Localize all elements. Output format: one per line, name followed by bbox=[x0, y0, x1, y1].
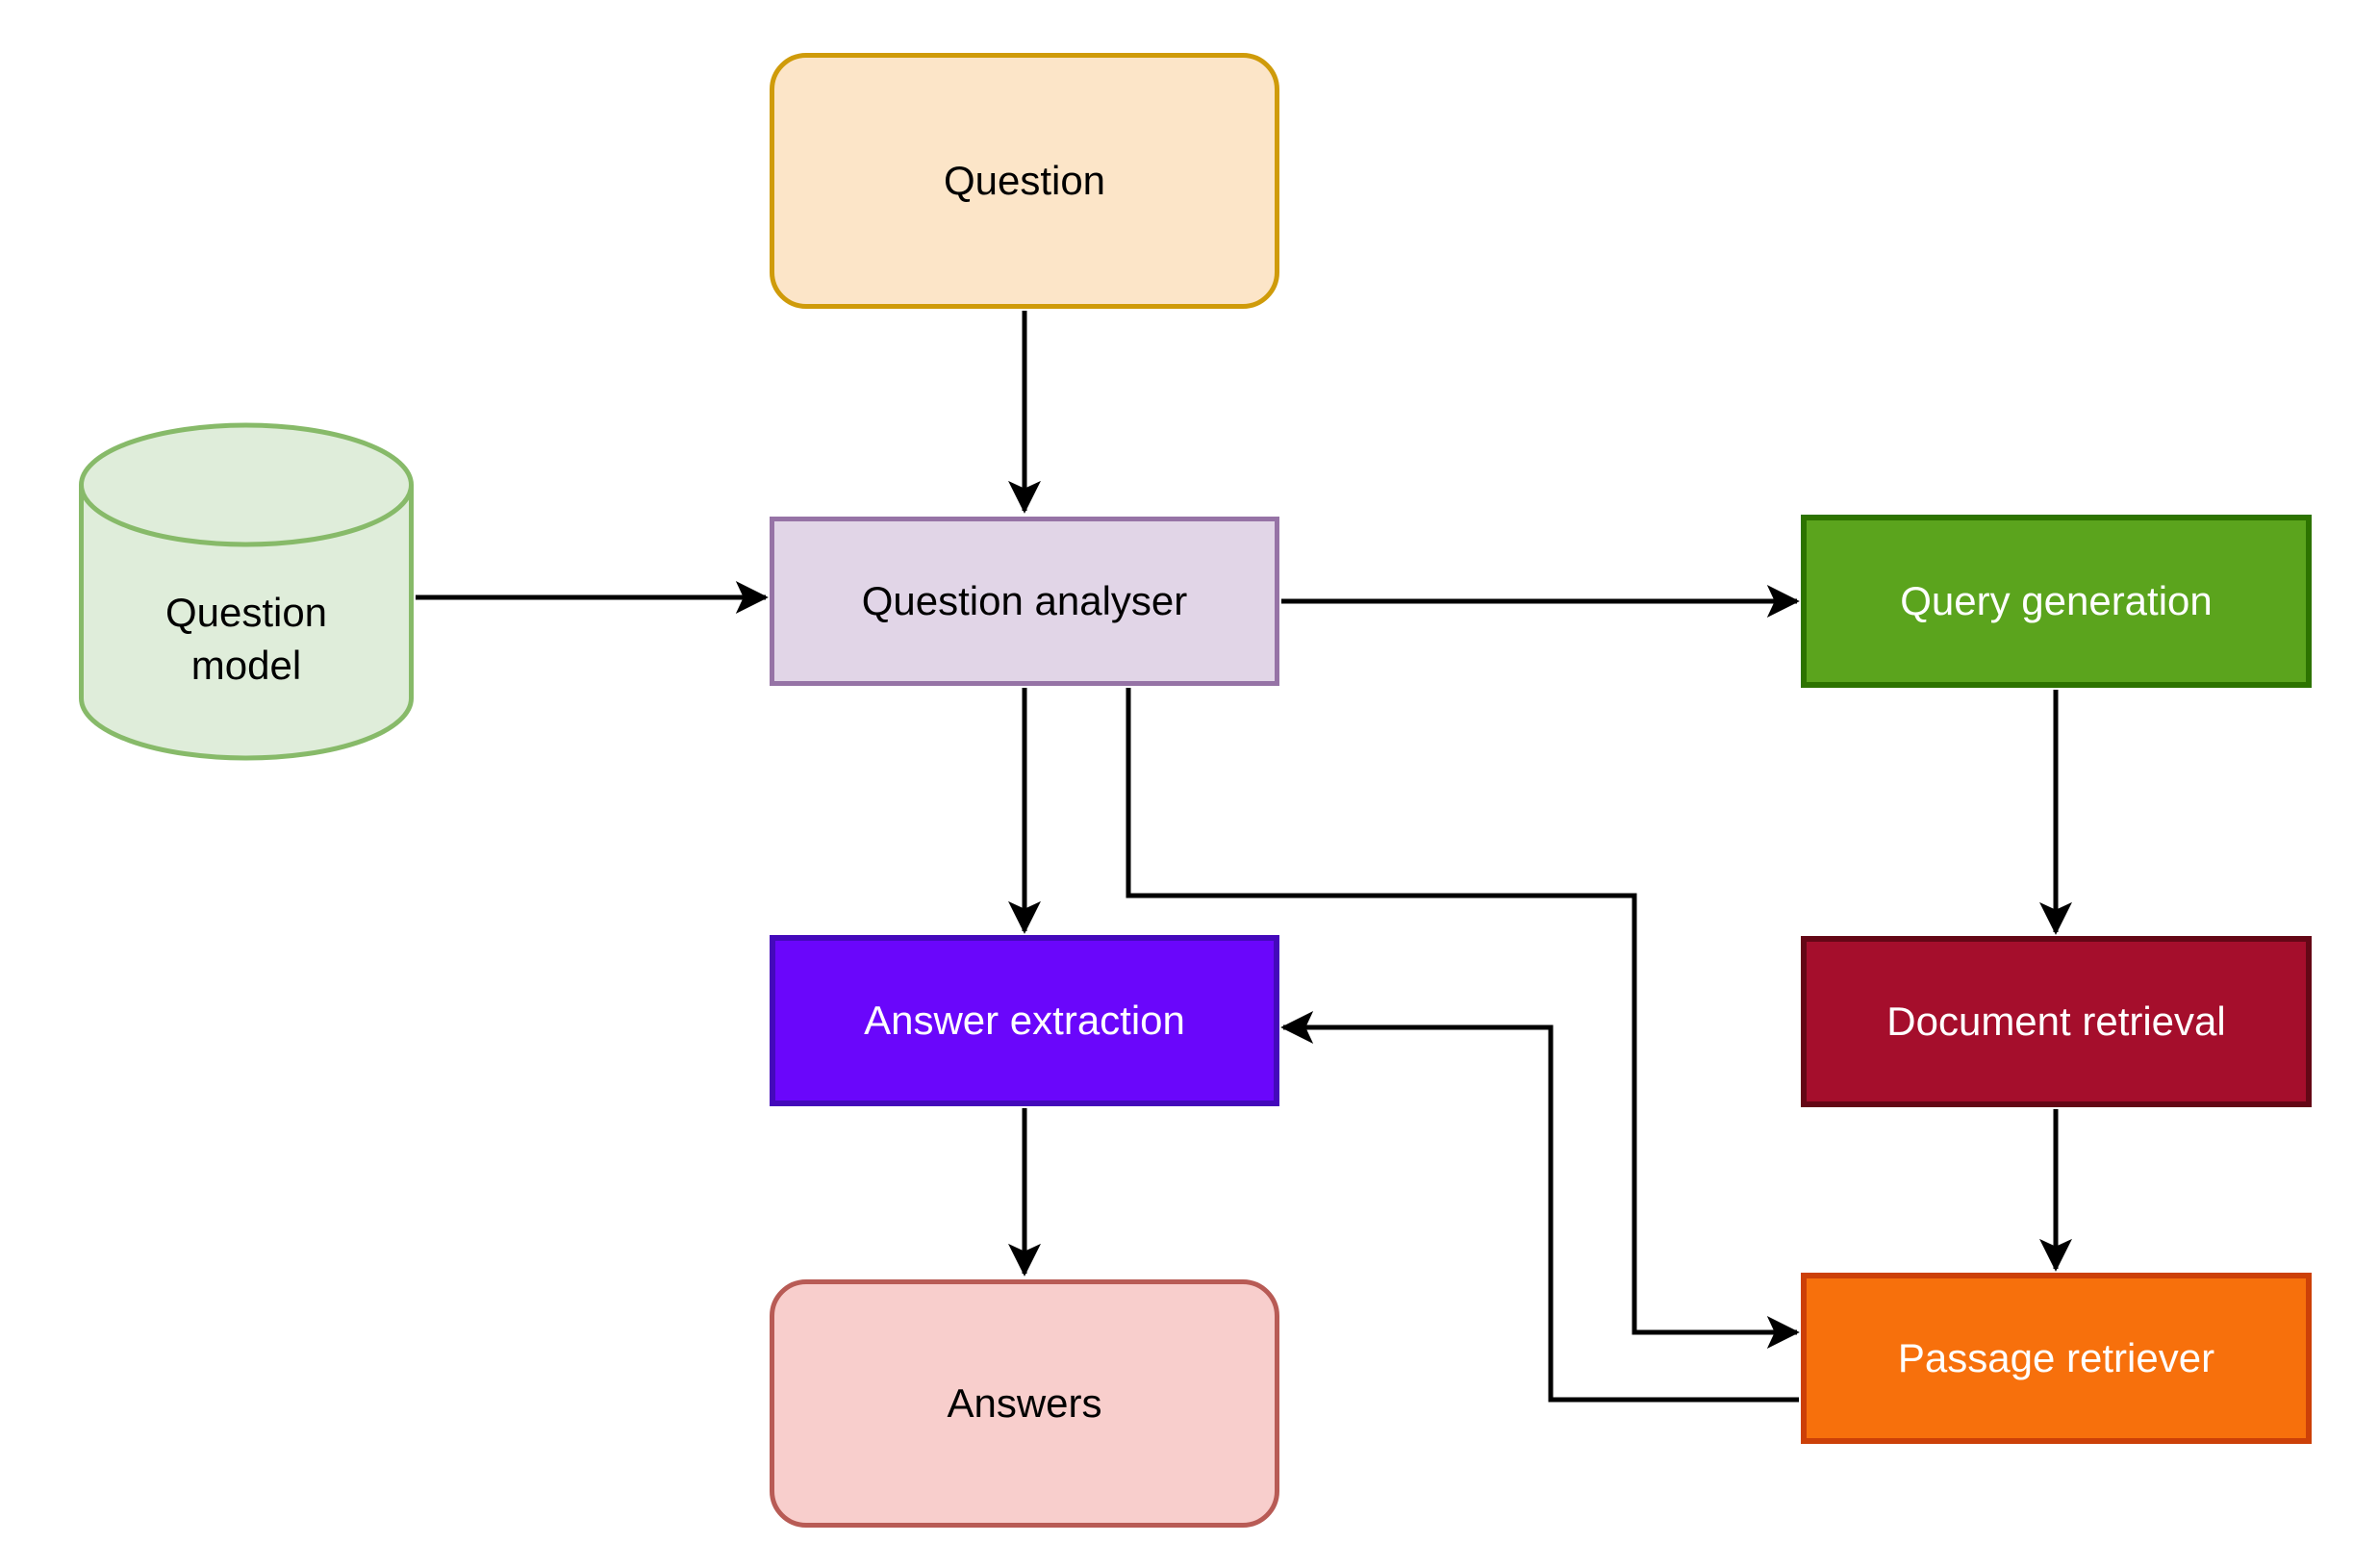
node-query-generation-label: Query generation bbox=[1900, 577, 2213, 623]
node-passage-retriever: Passage retriever bbox=[1801, 1273, 2312, 1444]
node-question-analyser-label: Question analyser bbox=[861, 577, 1188, 623]
node-question: Question bbox=[770, 53, 1279, 309]
node-question-model-label-line2: model bbox=[190, 643, 302, 688]
node-question-model: Question model bbox=[79, 524, 414, 755]
node-question-label: Question bbox=[943, 157, 1106, 203]
node-document-retrieval-label: Document retrieval bbox=[1886, 998, 2226, 1044]
edge-passage-retriever-to-answer-extraction bbox=[1280, 1011, 1799, 1403]
node-passage-retriever-label: Passage retriever bbox=[1897, 1334, 2215, 1380]
node-query-generation: Query generation bbox=[1801, 515, 2312, 688]
node-answer-extraction: Answer extraction bbox=[770, 935, 1279, 1106]
node-question-model-label-line1: Question bbox=[164, 590, 328, 636]
node-document-retrieval: Document retrieval bbox=[1801, 936, 2312, 1107]
node-answers: Answers bbox=[770, 1279, 1279, 1528]
node-answer-extraction-label: Answer extraction bbox=[864, 997, 1185, 1043]
node-answers-label: Answers bbox=[947, 1379, 1102, 1426]
question-model-cylinder-shape bbox=[79, 422, 414, 761]
node-question-analyser: Question analyser bbox=[770, 517, 1279, 686]
edge-question-analyser-to-passage-retriever bbox=[1126, 688, 1800, 1349]
